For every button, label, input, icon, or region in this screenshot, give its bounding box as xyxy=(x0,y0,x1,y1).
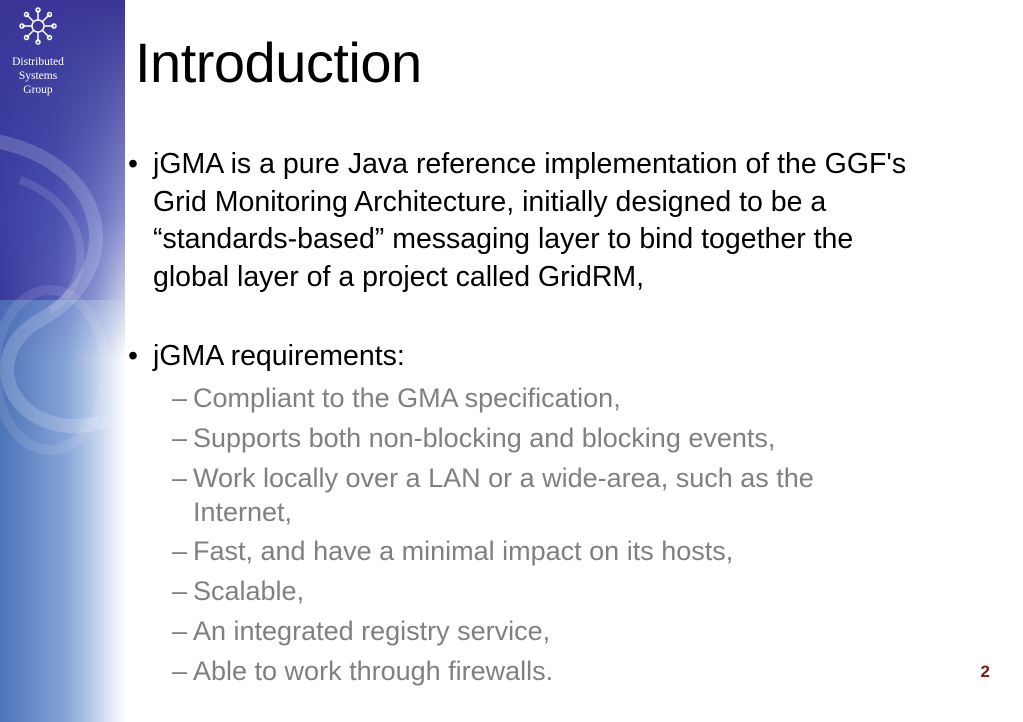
bullet-text: jGMA requirements: xyxy=(153,340,405,372)
sub-item: – An integrated registry service, xyxy=(172,614,912,648)
sub-item-marker: – xyxy=(172,423,188,453)
sub-item-text: Work locally over a LAN or a wide-area, … xyxy=(193,463,814,527)
sub-item-marker: – xyxy=(172,656,188,686)
sub-item: – Compliant to the GMA specification, xyxy=(172,381,912,415)
page-number: 2 xyxy=(980,662,990,681)
sidebar-gradient-upper xyxy=(0,0,125,360)
sub-item-text: Compliant to the GMA specification, xyxy=(193,383,621,413)
logo-line-2: Systems xyxy=(18,70,58,82)
bullet-marker: • xyxy=(128,340,138,372)
sub-item-marker: – xyxy=(172,383,188,413)
sub-item-text: Able to work through firewalls. xyxy=(193,656,554,686)
sub-item-text: Scalable, xyxy=(193,576,305,606)
sub-item-text: An integrated registry service, xyxy=(193,616,551,646)
slide-title: Introduction xyxy=(135,31,422,94)
group-logo: Distributed Systems Group xyxy=(0,6,76,97)
sub-item-marker: – xyxy=(172,616,188,646)
logo-caption: Distributed Systems Group xyxy=(0,55,76,97)
logo-line-3: Group xyxy=(23,84,53,96)
logo-line-1: Distributed xyxy=(12,56,64,68)
bullet-marker: • xyxy=(128,148,138,180)
network-star-icon xyxy=(19,7,57,45)
sidebar-gradient-lower xyxy=(0,300,125,722)
sub-item: – Work locally over a LAN or a wide-area… xyxy=(172,461,912,529)
sub-item-text: Supports both non-blocking and blocking … xyxy=(193,423,776,453)
sub-item: – Supports both non-blocking and blockin… xyxy=(172,421,912,455)
sub-item: – Fast, and have a minimal impact on its… xyxy=(172,534,912,568)
sub-item-marker: – xyxy=(172,576,188,606)
sub-item-marker: – xyxy=(172,536,188,566)
bullet-item: • jGMA is a pure Java reference implemen… xyxy=(128,146,908,296)
sub-item: – Scalable, xyxy=(172,574,912,608)
sidebar-decoration: Distributed Systems Group xyxy=(0,0,125,722)
bullet-text: jGMA is a pure Java reference implementa… xyxy=(153,148,907,293)
sub-item-text: Fast, and have a minimal impact on its h… xyxy=(193,536,734,566)
sidebar-swirl-graphic xyxy=(0,134,113,455)
sub-item-marker: – xyxy=(172,463,188,493)
bullet-item: • jGMA requirements: xyxy=(128,338,908,376)
sub-item: – Able to work through firewalls. xyxy=(172,654,912,688)
